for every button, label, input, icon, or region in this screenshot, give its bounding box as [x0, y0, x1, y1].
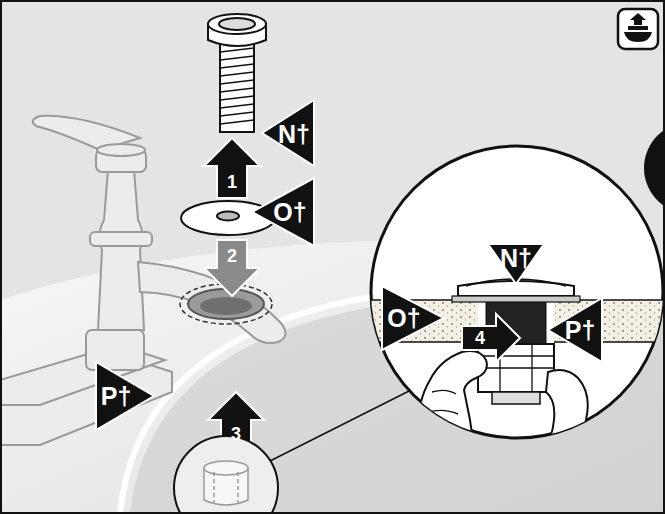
callout-pointer — [488, 244, 544, 284]
callout-number: 1 — [227, 173, 237, 191]
drain-flange — [208, 14, 266, 132]
callout-pointer — [548, 298, 602, 362]
step-arrow — [204, 138, 260, 198]
callout-pointer — [96, 362, 154, 430]
sink-basin — [130, 298, 665, 514]
callout-number: 3 — [231, 425, 241, 443]
part-letter: N† — [278, 122, 310, 147]
callout-number: 2 — [227, 247, 237, 265]
sink-icon — [618, 9, 658, 49]
part-letter: N† — [500, 246, 532, 271]
zoom-circle — [371, 146, 663, 438]
callout-number: 4 — [475, 329, 485, 347]
step-badge — [644, 122, 665, 214]
magnify-circle — [174, 436, 278, 514]
faucet — [0, 116, 286, 445]
callout-pointer — [262, 100, 314, 166]
zoom-detail — [360, 279, 665, 460]
step-arrow — [204, 240, 260, 296]
callout-pointer — [252, 178, 314, 246]
part-letter: P† — [565, 318, 596, 343]
zoom-leader — [268, 388, 415, 462]
callout-pointer — [382, 286, 444, 350]
part-letter: O† — [273, 200, 306, 225]
part-letter: O† — [387, 306, 420, 331]
part-letter: P† — [101, 384, 132, 409]
mounting-nut — [204, 461, 248, 505]
